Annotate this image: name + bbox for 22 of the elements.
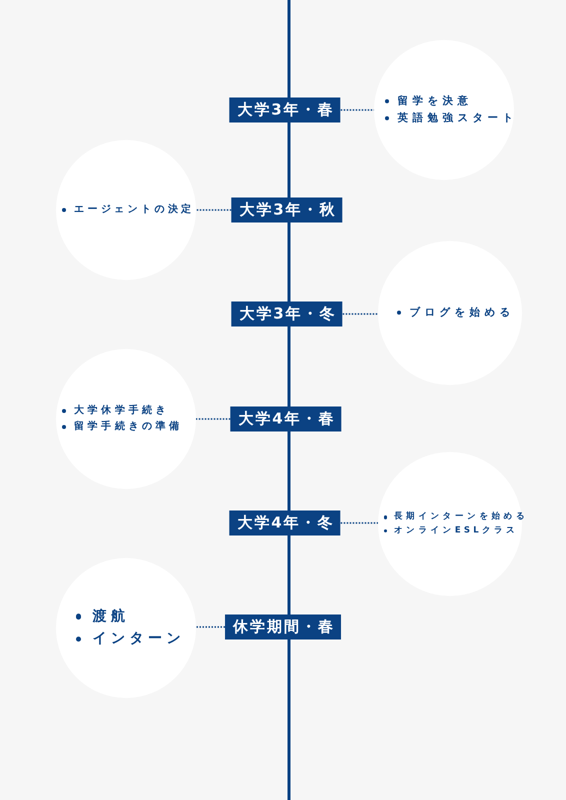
bullet-item: オンラインESLクラス: [382, 524, 528, 538]
bullet-item: 英語勉強スタート: [383, 110, 518, 127]
period-label: 大学4年・春: [230, 406, 342, 432]
period-label: 大学3年・秋: [231, 198, 343, 222]
bullet-item: 渡航: [73, 606, 186, 628]
bullet-item: 大学休学手続き: [60, 403, 183, 419]
period-label: 大学3年・冬: [231, 302, 343, 326]
dotted-connector: [196, 626, 225, 628]
period-label: 大学4年・冬: [229, 510, 341, 536]
bullet-item: ブログを始める: [395, 304, 515, 322]
bullet-item: 留学を決意: [383, 93, 518, 110]
dotted-connector: [340, 522, 378, 524]
period-label: 休学期間・春: [225, 614, 341, 640]
dotted-connector: [196, 209, 232, 211]
bullet-item: 長期インターンを始める: [382, 510, 528, 524]
period-label: 大学3年・春: [229, 98, 341, 122]
dotted-connector: [340, 109, 374, 111]
dotted-connector: [196, 418, 230, 420]
bullet-item: 留学手続きの準備: [60, 419, 183, 435]
bullet-item: インターン: [73, 628, 186, 650]
bullet-item: エージェントの決定: [60, 202, 195, 218]
dotted-connector: [342, 313, 378, 315]
